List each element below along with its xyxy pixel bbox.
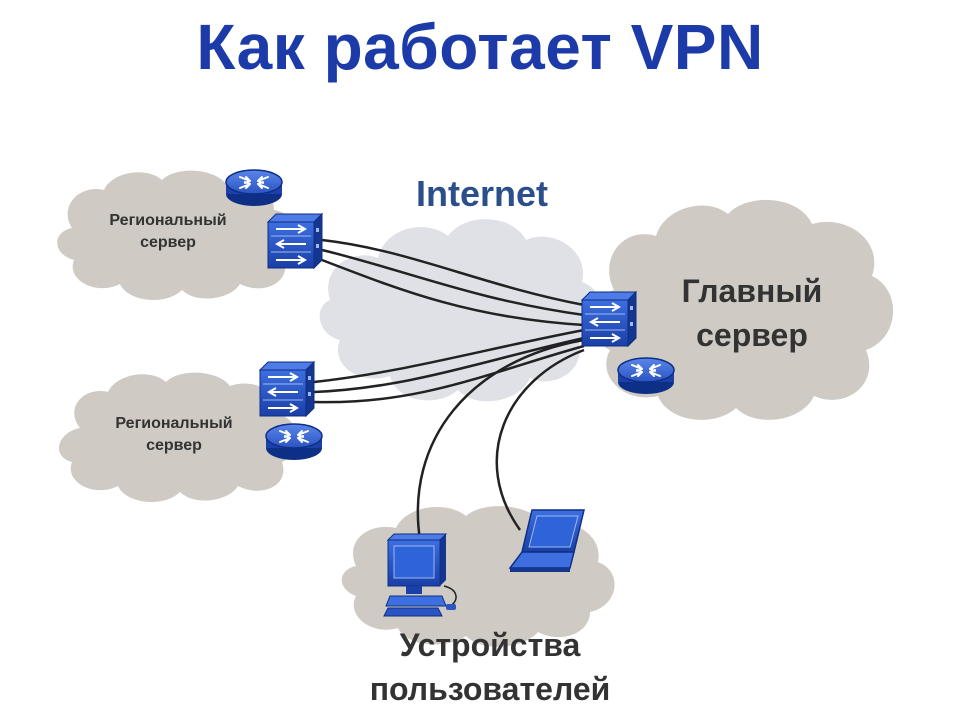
- connection-lines: [313, 238, 585, 541]
- page-title: Как работает VPN: [196, 11, 764, 83]
- firewall-switch-icon: [581, 291, 637, 347]
- users-label-line2: пользователей: [370, 671, 611, 707]
- router-icon: [265, 423, 323, 461]
- main-server-label-line2: сервер: [696, 317, 808, 353]
- main-server-label-line1: Главный: [682, 273, 823, 309]
- regional-top-label-line2: сервер: [140, 234, 196, 251]
- regional-bottom-label-line2: сервер: [146, 437, 202, 454]
- router-icon: [617, 357, 675, 395]
- firewall-switch-icon: [267, 213, 323, 269]
- internet-label: Internet: [416, 173, 548, 214]
- regional-top-label-line1: Региональный: [109, 212, 226, 229]
- users-label-line1: Устройства: [400, 627, 581, 663]
- regional-bottom-label-line1: Региональный: [115, 415, 232, 432]
- firewall-switch-icon: [259, 361, 315, 417]
- regional-cloud-bottom: [58, 372, 298, 503]
- desktop-computer-icon: [383, 533, 457, 617]
- laptop-icon: [508, 509, 585, 572]
- router-icon: [225, 169, 283, 207]
